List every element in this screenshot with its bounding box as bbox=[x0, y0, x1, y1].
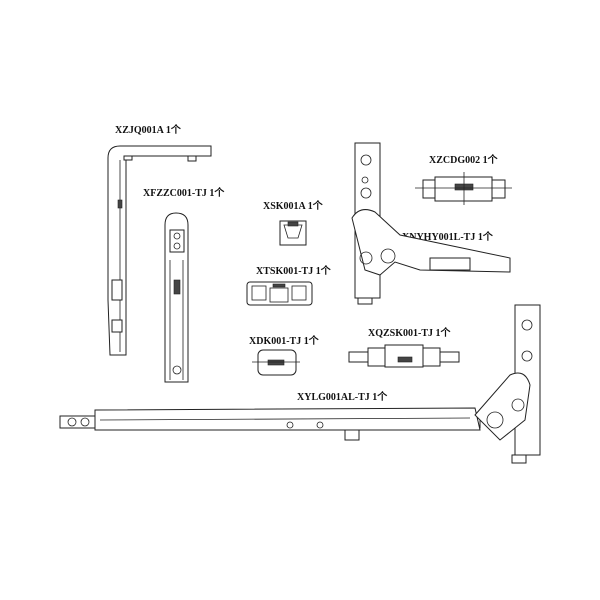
part-xfzzc001-bar bbox=[164, 212, 189, 383]
label-xzjq001a: XZJQ001A 1个 bbox=[115, 123, 182, 136]
part-xnyhy001l-hinge bbox=[351, 142, 511, 305]
part-xqzsk001 bbox=[348, 344, 460, 368]
part-xzcdg002 bbox=[415, 172, 512, 205]
label-xtsk001: XTSK001-TJ 1个 bbox=[256, 264, 332, 277]
label-xylg001al: XYLG001AL-TJ 1个 bbox=[297, 390, 388, 403]
part-xzjq001a-corner bbox=[107, 145, 212, 356]
label-xzcdg002: XZCDG002 1个 bbox=[429, 153, 499, 166]
label-xqzsk001: XQZSK001-TJ 1个 bbox=[368, 326, 452, 339]
part-xylg001al-arm bbox=[59, 304, 541, 464]
label-xdk001: XDK001-TJ 1个 bbox=[249, 334, 320, 347]
part-xdk001 bbox=[252, 349, 300, 376]
part-xsk001a bbox=[279, 220, 307, 246]
label-xnyhy001l: XNYHY001L-TJ 1个 bbox=[402, 230, 494, 243]
part-xtsk001 bbox=[246, 281, 313, 306]
label-xfzzc001: XFZZC001-TJ 1个 bbox=[143, 186, 225, 199]
label-xsk001a: XSK001A 1个 bbox=[263, 199, 324, 212]
